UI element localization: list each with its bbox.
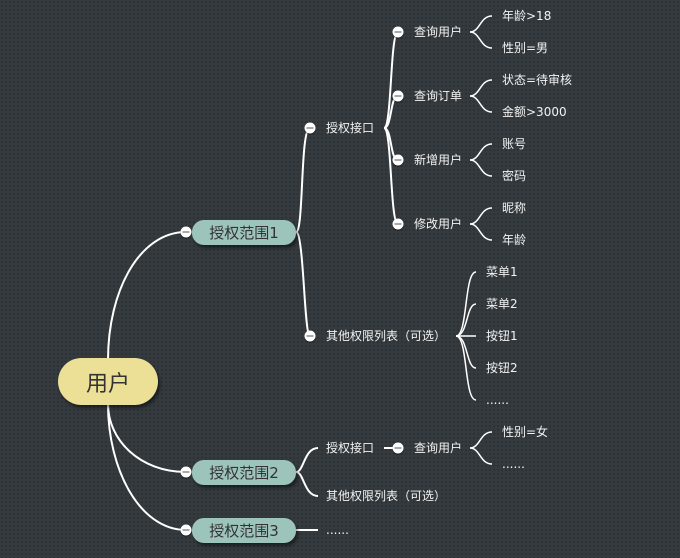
permission-item[interactable]: ...... <box>486 393 509 407</box>
condition[interactable]: 性别=男 <box>502 41 549 55</box>
condition[interactable]: 密码 <box>502 169 527 183</box>
condition[interactable]: 金额>3000 <box>502 105 567 119</box>
other-permissions-node[interactable]: 其他权限列表（可选） <box>326 329 447 343</box>
collapse-icon[interactable] <box>392 26 404 38</box>
scope-label: 授权范围3 <box>209 522 279 540</box>
condition[interactable]: 性别=女 <box>502 425 549 439</box>
permission-item[interactable]: 按钮1 <box>486 329 518 343</box>
collapse-icon[interactable] <box>304 330 316 342</box>
api-item[interactable]: 查询用户 <box>414 25 463 39</box>
collapse-icon[interactable] <box>180 524 192 536</box>
root-node[interactable]: 用户 <box>58 358 158 405</box>
api-node[interactable]: 授权接口 <box>326 441 375 455</box>
collapse-icon[interactable] <box>304 122 316 134</box>
collapse-icon[interactable] <box>392 442 404 454</box>
collapse-icon[interactable] <box>180 466 192 478</box>
condition[interactable]: 状态=待审核 <box>502 73 573 87</box>
scope-node-1[interactable]: 授权范围1 <box>192 220 296 245</box>
scope-node-2[interactable]: 授权范围2 <box>192 460 296 485</box>
condition[interactable]: 账号 <box>502 137 527 151</box>
api-item[interactable]: 修改用户 <box>414 217 463 231</box>
collapse-icon[interactable] <box>180 226 192 238</box>
scope-node-3[interactable]: 授权范围3 <box>192 518 296 543</box>
collapse-icon[interactable] <box>392 90 404 102</box>
scope-label: 授权范围2 <box>209 464 279 482</box>
condition[interactable]: 年龄>18 <box>502 9 552 23</box>
api-node[interactable]: 授权接口 <box>326 121 375 135</box>
api-item[interactable]: 查询用户 <box>414 441 463 455</box>
collapse-icon[interactable] <box>392 154 404 166</box>
root-label: 用户 <box>85 371 130 397</box>
condition[interactable]: 昵称 <box>502 201 527 215</box>
collapse-icon[interactable] <box>392 218 404 230</box>
permission-item[interactable]: 菜单2 <box>486 297 518 311</box>
api-item[interactable]: 新增用户 <box>414 153 463 167</box>
permission-item[interactable]: 菜单1 <box>486 265 518 279</box>
condition[interactable]: 年龄 <box>502 233 527 247</box>
api-item[interactable]: 查询订单 <box>414 89 463 103</box>
condition[interactable]: ...... <box>502 457 525 471</box>
other-permissions-node[interactable]: 其他权限列表（可选） <box>326 489 447 503</box>
scope-label: 授权范围1 <box>209 224 279 242</box>
permission-item[interactable]: 按钮2 <box>486 361 518 375</box>
more-node[interactable]: ...... <box>326 523 349 537</box>
